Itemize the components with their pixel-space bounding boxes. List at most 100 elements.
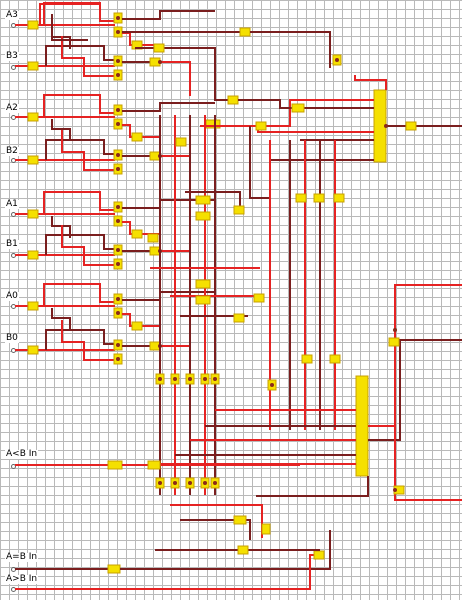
connection-dot [213,481,217,485]
wire-on [122,313,160,327]
input-label-a0: A0 [5,291,19,301]
wire-off [120,530,331,570]
connection-dot [203,481,207,485]
connection-dot [173,377,177,381]
wire-off [122,102,215,112]
connection-dot [116,167,120,171]
logic-component [253,293,265,303]
input-label-b1: B1 [5,239,19,249]
logic-component [27,209,39,219]
connection-dot [393,488,397,492]
connection-dot [116,262,120,266]
wire-off [51,308,71,330]
input-label-a-greater-b: A>B In [5,574,39,584]
connection-dot [158,377,162,381]
wire-on [39,3,101,25]
input-label-b2: B2 [5,146,19,156]
input-pin-b3[interactable] [11,65,16,70]
logic-component [233,313,245,323]
wire-off [45,139,118,160]
logic-component [147,233,159,243]
logic-component [333,193,345,203]
wire-off [45,45,118,66]
logic-component [27,345,39,355]
logic-component [107,564,121,574]
logic-component [27,301,39,311]
wire-on [61,320,118,361]
connection-dot [158,481,162,485]
logic-component [153,43,165,53]
connection-dot [116,205,120,209]
wire-off [51,119,71,141]
connection-dot [116,122,120,126]
logic-component [237,545,249,555]
logic-component [329,354,341,364]
wire-on [122,221,160,235]
input-label-a3: A3 [5,10,19,20]
connection-dot [116,59,120,63]
connection-dot [116,343,120,347]
logic-component [261,523,271,535]
wire-off [250,31,331,68]
connection-dot [116,108,120,112]
wire-off [238,99,374,109]
logic-component [255,121,267,131]
logic-component [233,515,247,525]
input-pin-a-less-b[interactable] [11,464,16,469]
logic-component [131,132,143,142]
wire-on [394,426,462,501]
wire-off [368,339,462,441]
connection-dot [116,153,120,157]
input-label-a-less-b: A<B In [5,449,39,459]
logic-component [239,27,251,37]
wire-on [43,283,118,306]
wire-on [61,130,118,171]
connection-dot [116,219,120,223]
connection-dot [188,481,192,485]
wire-on [61,36,118,77]
input-label-a-equal-b: A=B In [5,552,39,562]
logic-component [313,550,325,560]
connection-dot [203,377,207,381]
wire-on [368,284,462,427]
logic-component [405,121,417,131]
wire-on [43,94,118,117]
wire-off [122,10,215,20]
logic-component [107,460,123,470]
logic-component [195,279,211,289]
wire-on [61,225,118,266]
connection-dot [173,481,177,485]
connection-dot [116,16,120,20]
input-label-b3: B3 [5,51,19,61]
wire-off [135,47,228,101]
connection-dot [116,357,120,361]
logic-component [195,195,211,205]
wire-on [43,191,118,214]
connection-dot [270,383,274,387]
wire-off [269,150,374,161]
wire-off [180,519,251,540]
connection-dot [116,248,120,252]
logic-component [27,250,39,260]
logic-component [175,137,187,147]
wire-off [249,126,270,199]
connection-dot [335,58,339,62]
connection-dot [213,377,217,381]
input-label-a2: A2 [5,103,19,113]
logic-component [227,95,239,105]
connection-dot [188,377,192,381]
wire-on [170,504,263,538]
logic-component [233,205,245,215]
wire-on [122,124,160,138]
wire-on [43,2,118,25]
logic-component [147,460,161,470]
logic-component [27,20,39,30]
wire-off [185,191,241,212]
connection-dot [116,30,120,34]
input-label-b0: B0 [5,333,19,343]
connection-dot [116,297,120,301]
logic-component [301,354,313,364]
wire-on [160,61,191,96]
